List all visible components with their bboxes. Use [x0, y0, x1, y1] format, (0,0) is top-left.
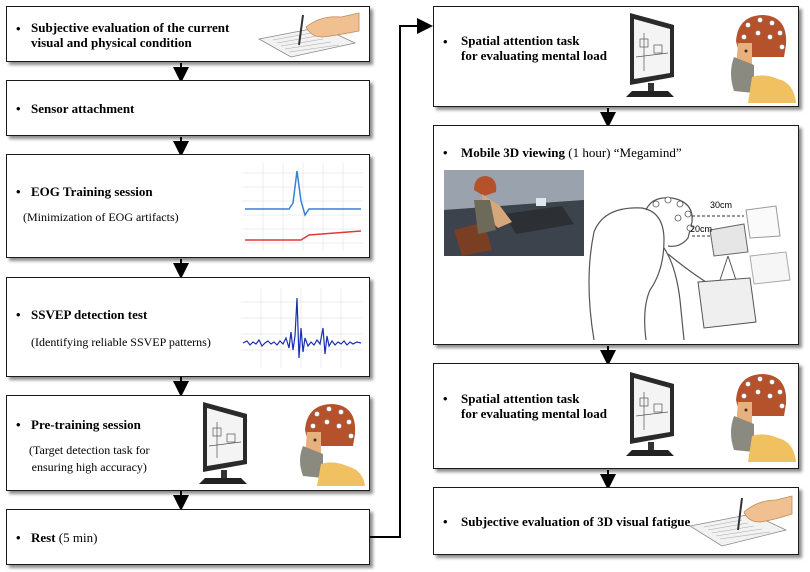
- bullet: •: [443, 34, 448, 49]
- monitor-illustration: [199, 402, 247, 484]
- step-spatial-attention-2-box: • Spatial attention task for evaluating …: [433, 363, 799, 469]
- step-title: SSVEP detection test: [31, 307, 148, 322]
- bullet: •: [16, 21, 21, 36]
- step-title: Subjective evaluation of 3D visual fatig…: [461, 514, 691, 529]
- eog-signal-plot: [243, 163, 363, 251]
- step-eog-training-box: • EOG Training session (Minimization of …: [6, 154, 370, 258]
- step-title: EOG Training session: [31, 184, 153, 199]
- monitor-illustration: [626, 13, 674, 97]
- step-spatial-attention-1-box: • Spatial attention task for evaluating …: [433, 6, 799, 107]
- rest-duration: (5 min): [55, 530, 98, 545]
- step-title: Spatial attention task: [461, 33, 580, 48]
- step-subjective-eval-box: • Subjective evaluation of the current v…: [6, 6, 370, 62]
- hand-writing-on-paper-illustration: [257, 12, 360, 58]
- monitor-illustration: [626, 372, 674, 456]
- step-subtitle: (Identifying reliable SSVEP patterns): [31, 335, 211, 349]
- bullet: •: [16, 184, 21, 199]
- step-title-line2: for evaluating mental load: [461, 406, 608, 421]
- viewing-distance-setup-sketch: 30cm 20cm: [588, 196, 791, 340]
- step-title-line2: for evaluating mental load: [461, 48, 608, 63]
- step-sensor-attachment-box: • Sensor attachment: [6, 80, 370, 136]
- bullet: •: [443, 391, 448, 406]
- step-title: Mobile 3D viewing: [461, 145, 565, 160]
- step-mobile-3d-viewing-box: • Mobile 3D viewing (1 hour) “Megamind”: [433, 125, 799, 345]
- user-with-eeg-cap-illustration: [300, 404, 365, 486]
- bullet: •: [443, 145, 448, 160]
- arrow-rest-to-spatial: [370, 18, 433, 538]
- user-with-eeg-cap-illustration: [731, 374, 796, 462]
- step-subtitle: (Target detection task for: [29, 443, 150, 457]
- step-pre-training-box: • Pre-training session (Target detection…: [6, 395, 370, 491]
- eog-trace-top: [245, 170, 361, 217]
- bullet: •: [443, 514, 448, 529]
- user-with-eeg-cap-illustration: [731, 15, 796, 103]
- viewing-room-3d-render: [444, 170, 584, 256]
- step-title: Pre-training session: [31, 417, 141, 432]
- distance-label-20cm: 20cm: [690, 224, 712, 234]
- bullet: •: [16, 530, 21, 545]
- step-title: Subjective evaluation of the current: [31, 20, 230, 35]
- ssvep-trace: [242, 297, 362, 359]
- step-rest-box: • Rest (5 min): [6, 509, 370, 565]
- bullet: •: [16, 307, 21, 322]
- step-title: Spatial attention task: [461, 391, 580, 406]
- step-ssvep-detection-box: • SSVEP detection test (Identifying reli…: [6, 277, 370, 377]
- step-title: Sensor attachment: [31, 101, 135, 116]
- step-subjective-3d-fatigue-box: • Subjective evaluation of 3D visual fat…: [433, 487, 799, 555]
- step-title: Rest: [31, 530, 56, 545]
- hand-writing-on-paper-illustration: [688, 495, 793, 547]
- eog-trace-bottom: [245, 230, 362, 241]
- step-subtitle: (Minimization of EOG artifacts): [23, 210, 179, 224]
- step-subtitle-line2: ensuring high accuracy): [31, 460, 147, 474]
- bullet: •: [16, 417, 21, 432]
- step-title-line2: visual and physical condition: [31, 35, 192, 50]
- viewing-details: (1 hour) “Megamind”: [565, 145, 682, 160]
- distance-label-30cm: 30cm: [710, 200, 732, 210]
- ssvep-signal-plot: [241, 288, 363, 368]
- bullet: •: [16, 101, 21, 116]
